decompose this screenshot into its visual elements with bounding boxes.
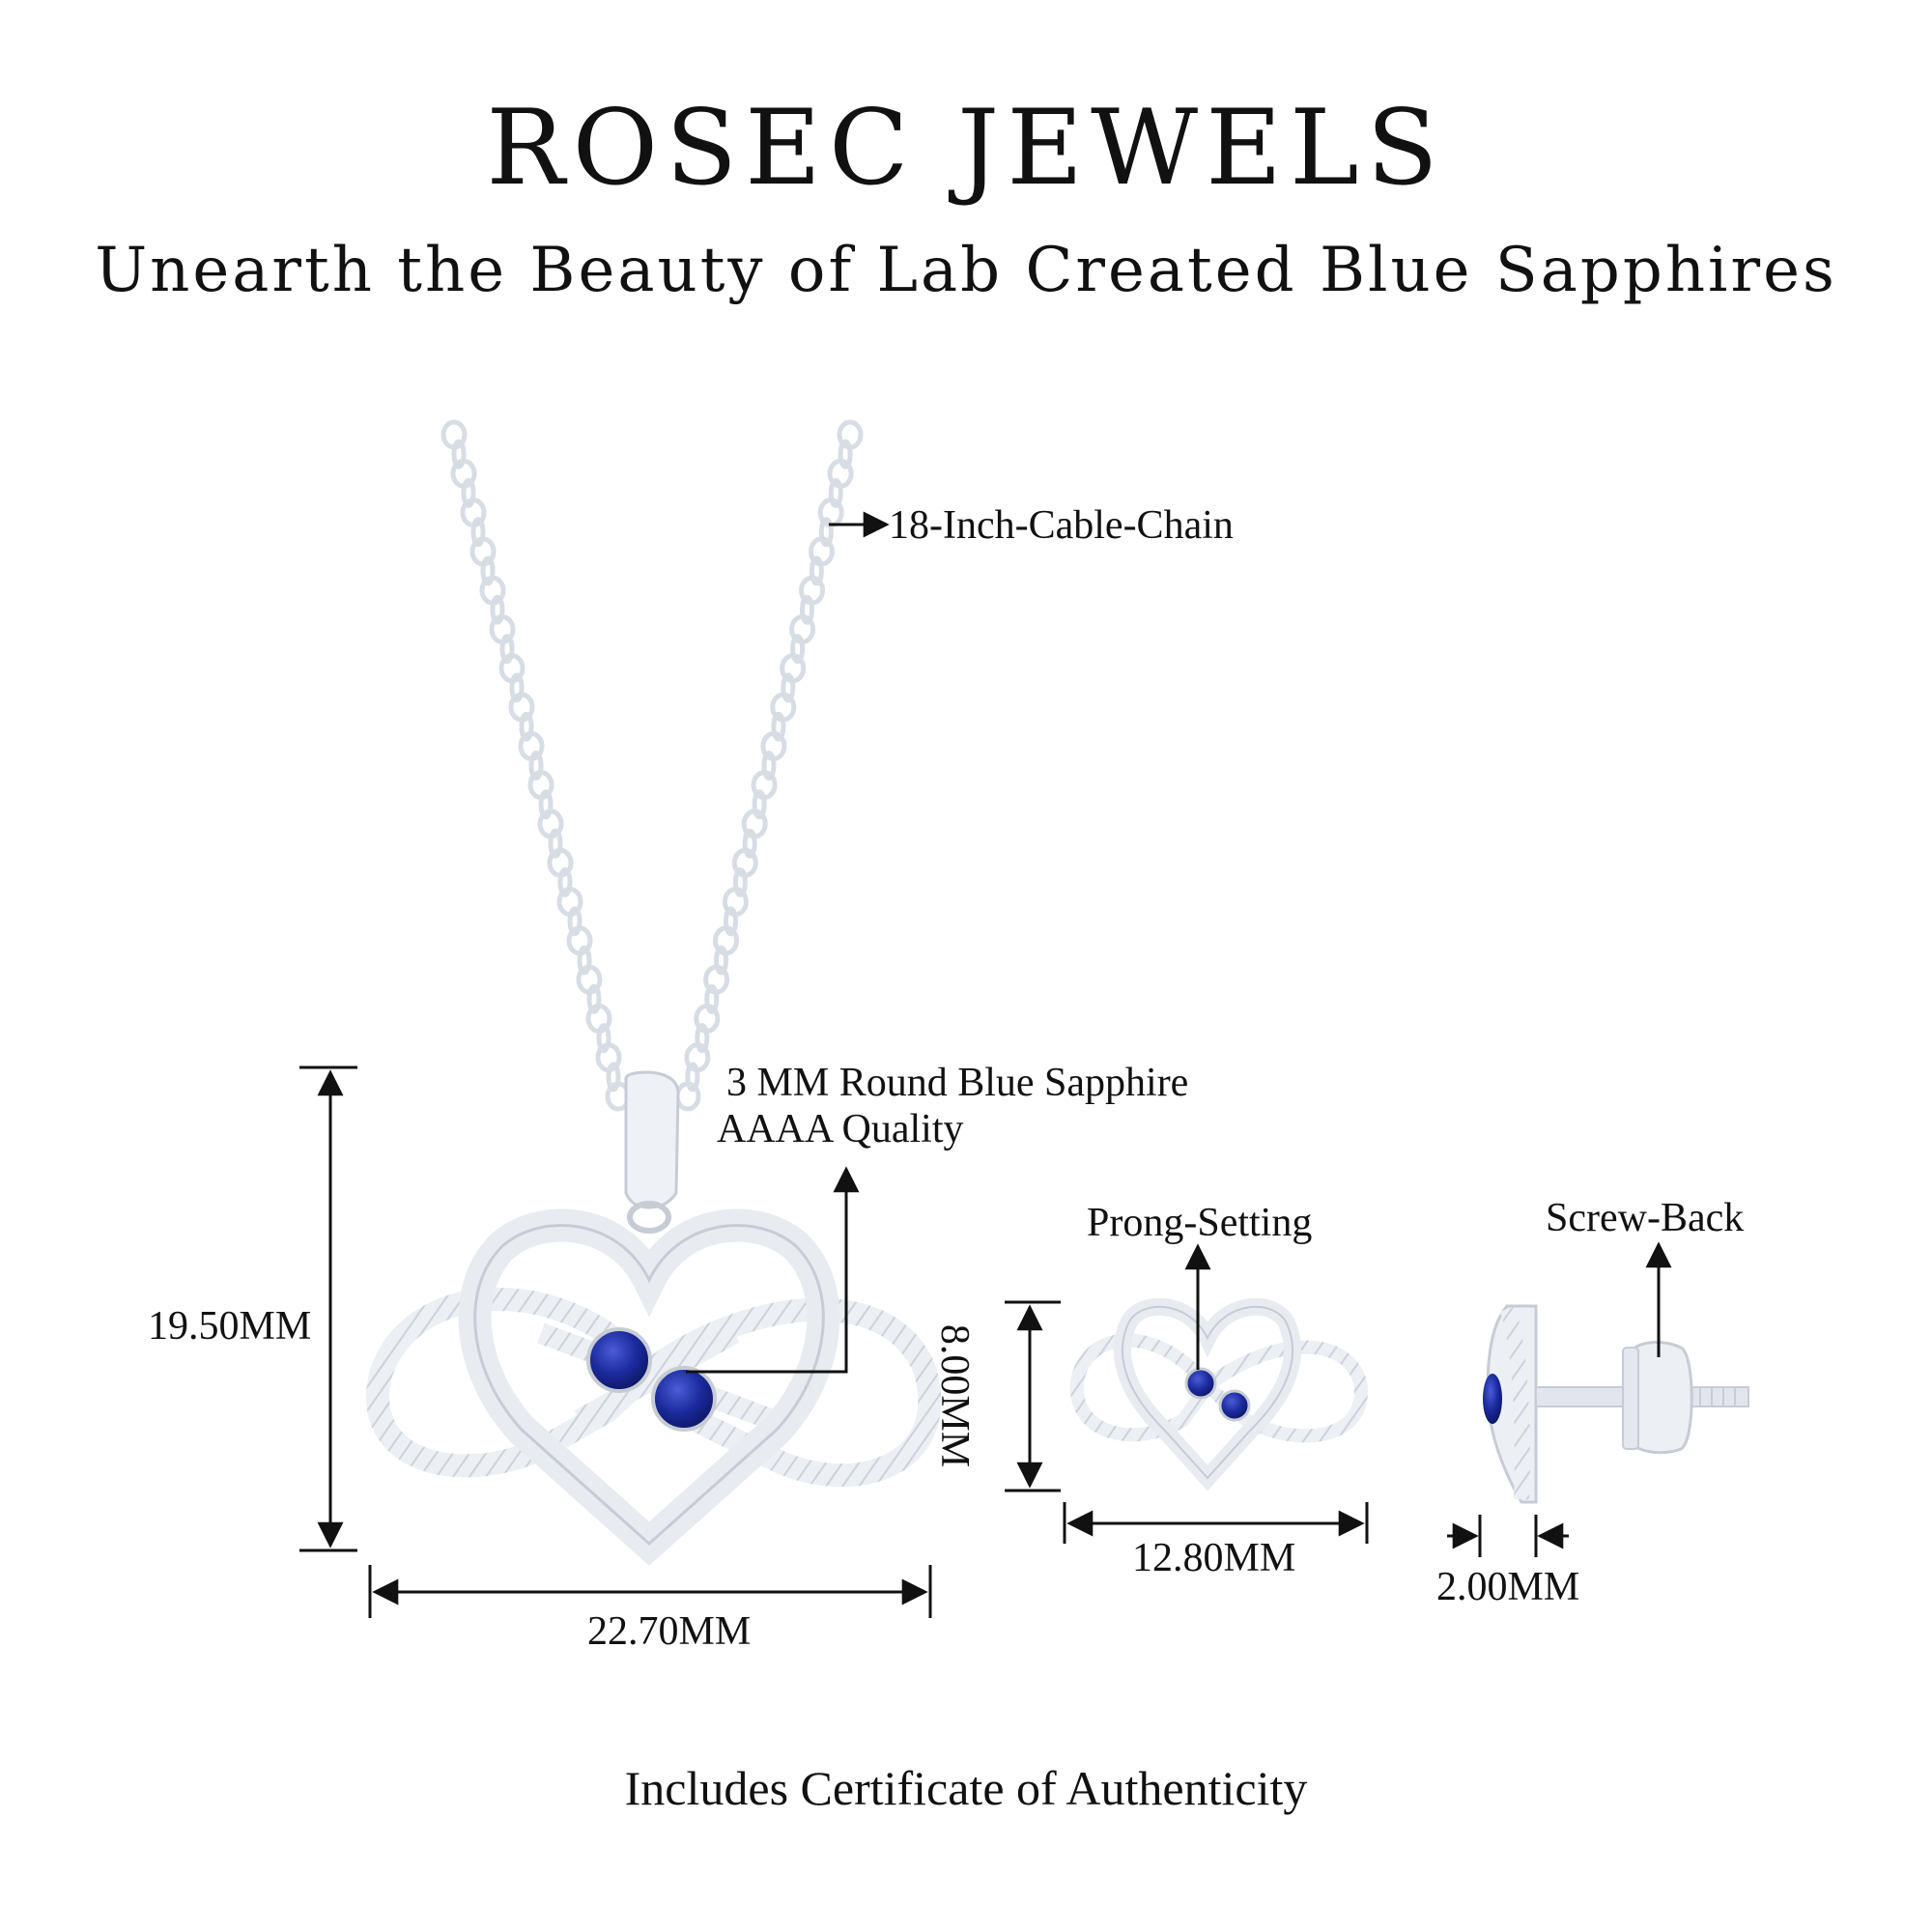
chain-link <box>509 672 525 703</box>
chain-link <box>538 789 554 820</box>
chain-link <box>451 439 467 469</box>
earring-side-view <box>1483 1304 1749 1504</box>
earring-front-view <box>1069 1297 1368 1492</box>
chain-link <box>519 711 534 742</box>
chain-link <box>714 945 729 976</box>
sapphire-stone <box>586 1327 652 1393</box>
certificate-note: Includes Certificate of Authenticity <box>624 1761 1308 1815</box>
chain-link <box>800 594 814 625</box>
sapphire-stone <box>1483 1374 1502 1424</box>
chain-link <box>528 751 544 781</box>
chain-link <box>771 711 786 742</box>
earring-height-label: 8.00MM <box>932 1323 977 1468</box>
earring-depth-label: 2.00MM <box>1436 1565 1580 1609</box>
chain-link <box>761 751 777 781</box>
chain-link <box>742 828 757 859</box>
screw-back-label: Screw-Back <box>1546 1196 1745 1240</box>
earring-width-label: 12.80MM <box>1132 1536 1296 1580</box>
chain-link <box>828 477 843 508</box>
sapphire-stone <box>1218 1389 1251 1422</box>
chain-link <box>548 828 563 859</box>
chain-link <box>557 867 573 897</box>
chain-link <box>724 906 738 937</box>
chain-link <box>577 945 592 976</box>
sapphire-stone <box>1184 1367 1217 1400</box>
chain-link <box>480 555 496 586</box>
brand-title: ROSEC JEWELS <box>486 88 1446 209</box>
chain-link <box>818 517 834 548</box>
chain-link <box>781 672 796 703</box>
chain-link <box>499 634 515 665</box>
stone-label: 3 MM Round Blue Sapphire <box>726 1061 1189 1105</box>
chain-link <box>732 867 748 897</box>
infinity-twist <box>366 1288 666 1478</box>
prong-setting-label: Prong-Setting <box>1087 1201 1313 1245</box>
chain-link <box>461 477 476 508</box>
pendant-dimensions <box>299 511 932 1618</box>
chain-link <box>685 1062 700 1093</box>
screw-back <box>1631 1341 1693 1455</box>
sapphire-stone <box>651 1366 717 1432</box>
earring-front-dimensions <box>1005 1243 1369 1544</box>
chain-link <box>606 1062 621 1093</box>
chain-link <box>567 906 582 937</box>
pendant-width-label: 22.70MM <box>587 1609 752 1654</box>
tagline: Unearth the Beauty of Lab Created Blue S… <box>95 235 1837 306</box>
chain-link <box>809 555 824 586</box>
chain-link <box>470 517 486 548</box>
pendant-height-label: 19.50MM <box>148 1304 312 1349</box>
cable-chain <box>440 419 864 1112</box>
pendant <box>366 1070 942 1566</box>
chain-link <box>838 439 853 469</box>
chain-link <box>752 789 767 820</box>
chain-link <box>704 983 720 1014</box>
chain-link <box>695 1023 710 1054</box>
chain-label: 18-Inch-Cable-Chain <box>889 503 1234 548</box>
pendant-bail <box>624 1070 680 1209</box>
chain-link <box>586 983 602 1014</box>
chain-link <box>596 1023 611 1054</box>
quality-label: AAAA Quality <box>717 1107 964 1151</box>
chain-link <box>490 594 505 625</box>
chain-link <box>790 634 806 665</box>
earring-side-dimensions <box>1447 1241 1672 1557</box>
